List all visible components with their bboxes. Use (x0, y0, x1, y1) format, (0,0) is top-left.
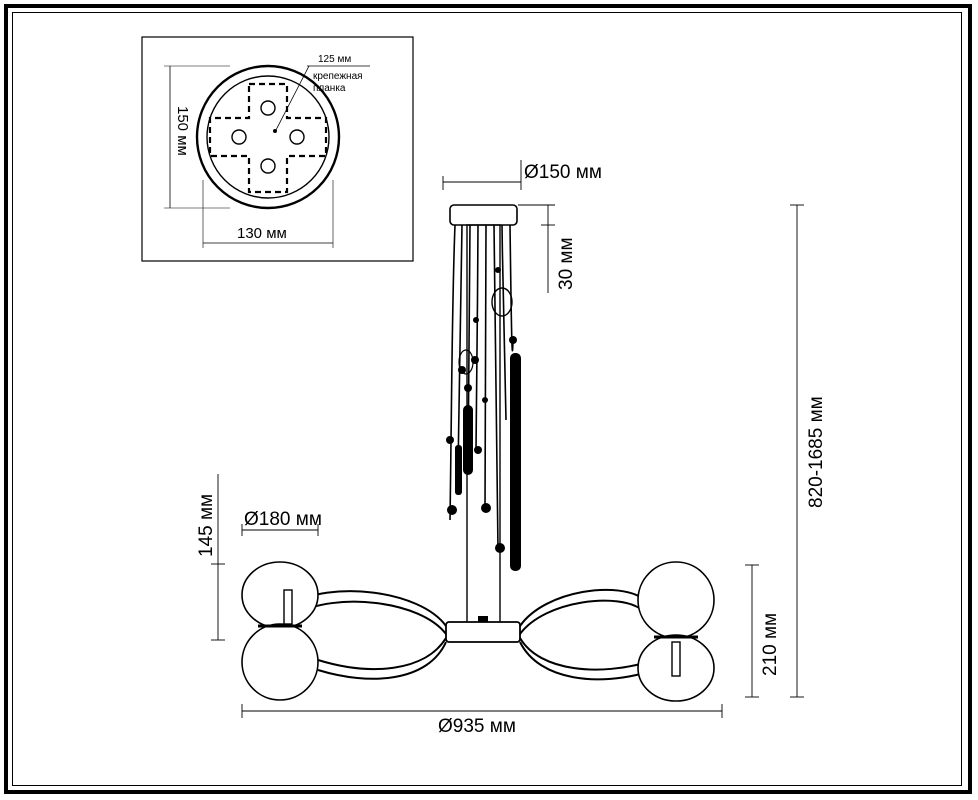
dimension-lines (211, 160, 804, 718)
shade-right-top (637, 561, 715, 639)
shade-left-top (241, 561, 319, 629)
oval-ring-1 (491, 287, 513, 317)
inner-frame (12, 12, 962, 786)
canopy-height-label: 30 мм (556, 237, 577, 290)
mounting-plate-inset: 125 мм крепежная планка 150 мм 130 мм (141, 36, 414, 262)
fixture-height-label: 210 мм (760, 613, 781, 676)
shade-diameter-label: Ø180 мм (244, 509, 322, 530)
plate-label-1: крепежная (313, 71, 363, 82)
plate-label-2: планка (313, 83, 346, 94)
shade-height-label: 145 мм (196, 494, 217, 557)
holder-left (283, 589, 293, 625)
drop-left (455, 445, 462, 495)
fixture-diameter-label: Ø935 мм (438, 716, 516, 737)
chandelier (241, 204, 715, 702)
hub-cap (478, 616, 488, 622)
canopy (449, 204, 518, 226)
total-height-label: 820-1685 мм (806, 396, 827, 508)
canopy-inner-circle (206, 75, 330, 199)
oval-ring-2 (458, 349, 474, 375)
leader-line (275, 65, 310, 131)
drop-middle (463, 405, 473, 475)
long-drop-right (510, 353, 521, 571)
shade-left-bottom (241, 623, 319, 701)
mounting-plate-cross (208, 82, 328, 194)
dim-130-label: 130 мм (237, 225, 287, 242)
outer-frame (4, 4, 972, 794)
screw-hole-top (260, 100, 276, 116)
inset-frame (141, 36, 414, 262)
center-hub (445, 621, 521, 643)
canopy-diameter-label: Ø150 мм (524, 162, 602, 183)
screw-hole-right (289, 129, 305, 145)
dim-150-label: 150 мм (174, 106, 191, 156)
screw-hole-bottom (260, 158, 276, 174)
screw-hole-left (231, 129, 247, 145)
canopy-outer-circle (195, 64, 341, 210)
dim-125-label: 125 мм (318, 54, 351, 65)
hanging-chains (449, 224, 514, 551)
holder-right (671, 641, 681, 677)
